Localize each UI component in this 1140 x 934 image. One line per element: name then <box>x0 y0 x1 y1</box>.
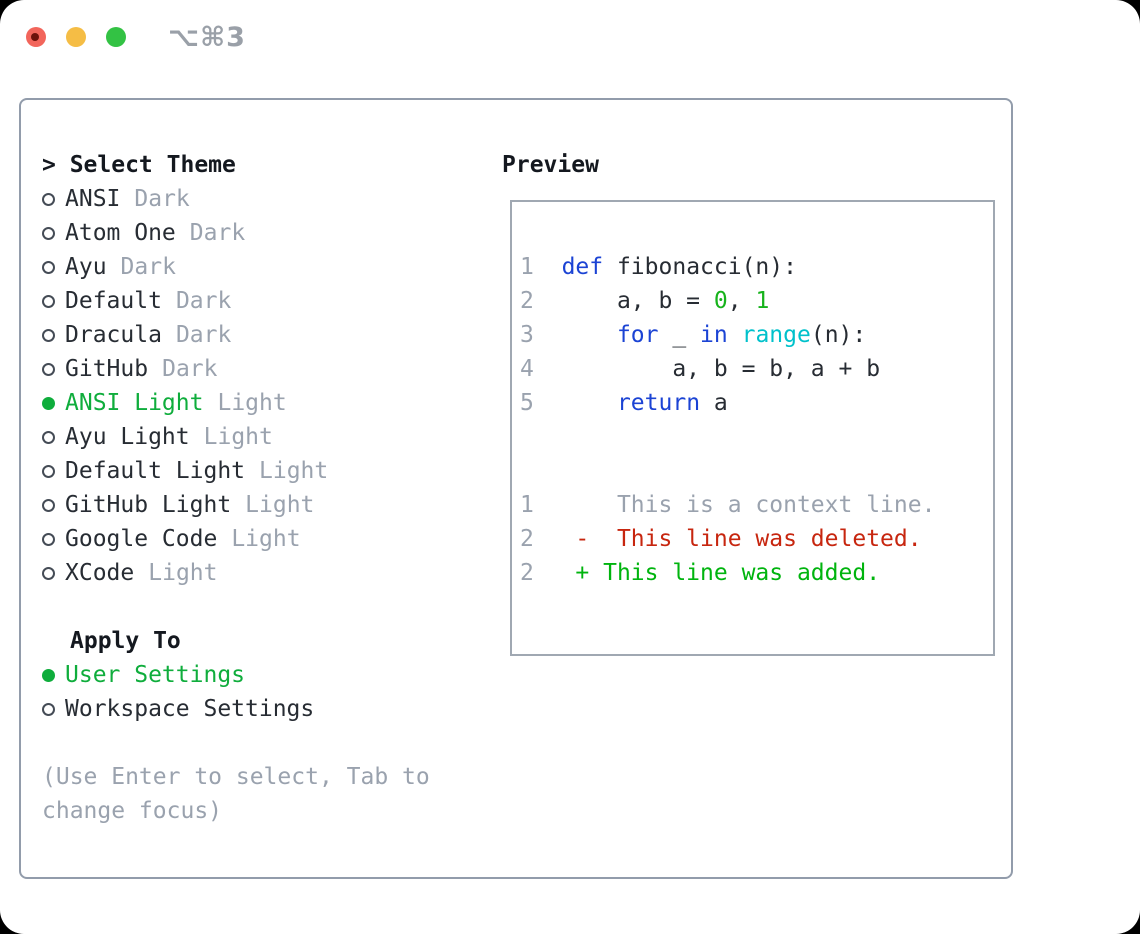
unsaved-dot-icon <box>31 33 39 41</box>
list-item[interactable]: ANSI Light Light <box>42 386 430 420</box>
list-item[interactable]: Dracula Dark <box>42 318 430 352</box>
preview-pane: 1 def fibonacci(n): 2 a, b = 0, 1 3 for _ … <box>510 200 995 656</box>
code-line <box>520 420 993 454</box>
item-variant-label: Dark <box>175 322 232 348</box>
item-label: Default Light <box>65 458 246 484</box>
list-item[interactable]: XCode Light <box>42 556 430 590</box>
radio-icon <box>42 464 55 478</box>
item-label: Default <box>65 288 162 314</box>
item-variant-label: Light <box>245 492 315 518</box>
spacer <box>42 590 430 624</box>
item-label: Workspace Settings <box>65 696 315 722</box>
radio-icon <box>42 362 55 376</box>
list-item[interactable]: ANSI Dark <box>42 182 430 216</box>
apply-to-header: Apply To <box>70 628 181 654</box>
code-line: 4 a, b = b, a + b <box>520 356 881 382</box>
preview-code: 1 def fibonacci(n): 2 a, b = 0, 1 3 for _ … <box>520 250 993 590</box>
code-line <box>520 454 993 488</box>
list-item[interactable]: Ayu Dark <box>42 250 430 284</box>
code-line: 5 return a <box>520 390 728 416</box>
list-item[interactable]: Google Code Light <box>42 522 430 556</box>
item-variant-label: Dark <box>120 254 176 280</box>
item-variant-label: Light <box>259 458 329 484</box>
list-item[interactable]: Atom One Dark <box>42 216 430 250</box>
radio-icon <box>42 260 55 274</box>
item-variant-label: Light <box>217 390 287 416</box>
item-label: GitHub <box>65 356 149 382</box>
code-line: 1 This is a context line. <box>520 492 936 518</box>
radio-icon <box>42 192 55 206</box>
keyboard-shortcut-label: ⌥⌘3 <box>168 22 246 53</box>
item-variant-label: Dark <box>189 220 246 246</box>
radio-icon <box>42 498 55 512</box>
radio-icon <box>42 294 55 308</box>
radio-icon <box>42 430 55 444</box>
radio-icon <box>42 226 55 240</box>
radio-icon <box>42 532 55 546</box>
help-text: (Use Enter to select, Tab to change focu… <box>42 764 430 824</box>
radio-icon <box>42 702 55 716</box>
item-variant-label: Dark <box>175 288 232 314</box>
list-item[interactable]: Ayu Light Light <box>42 420 430 454</box>
preview-header: Preview <box>502 152 599 178</box>
list-item[interactable]: Workspace Settings <box>42 692 430 726</box>
radio-icon <box>42 328 55 342</box>
list-item[interactable]: GitHub Dark <box>42 352 430 386</box>
item-label: XCode <box>65 560 135 586</box>
item-variant-label: Light <box>148 560 218 586</box>
item-label: Dracula <box>65 322 162 348</box>
close-button[interactable] <box>26 27 46 47</box>
code-line: 2 - This line was deleted. <box>520 526 922 552</box>
item-variant-label: Light <box>231 526 301 552</box>
select-theme-header: > Select Theme <box>42 152 236 178</box>
radio-selected-icon <box>42 396 55 410</box>
item-label: Atom One <box>65 220 176 246</box>
code-line: 2 a, b = 0, 1 <box>520 288 770 314</box>
item-variant-label: Dark <box>162 356 218 382</box>
item-label: User Settings <box>65 662 246 688</box>
item-label: Google Code <box>65 526 218 552</box>
item-label: ANSI <box>65 186 121 212</box>
code-line: 2 + This line was added. <box>520 560 881 586</box>
item-label: ANSI Light <box>65 390 204 416</box>
item-label: GitHub Light <box>65 492 232 518</box>
code-line: 1 def fibonacci(n): <box>520 254 797 280</box>
list-item[interactable]: Default Light Light <box>42 454 430 488</box>
item-label: Ayu Light <box>65 424 190 450</box>
zoom-button[interactable] <box>106 27 126 47</box>
list-item[interactable]: GitHub Light Light <box>42 488 430 522</box>
minimize-button[interactable] <box>66 27 86 47</box>
item-variant-label: Light <box>203 424 273 450</box>
item-variant-label: Dark <box>134 186 190 212</box>
item-label: Ayu <box>65 254 107 280</box>
radio-selected-icon <box>42 668 55 682</box>
list-item[interactable]: Default Dark <box>42 284 430 318</box>
list-item[interactable]: User Settings <box>42 658 430 692</box>
code-line: 3 for _ in range(n): <box>520 322 867 348</box>
radio-icon <box>42 566 55 580</box>
